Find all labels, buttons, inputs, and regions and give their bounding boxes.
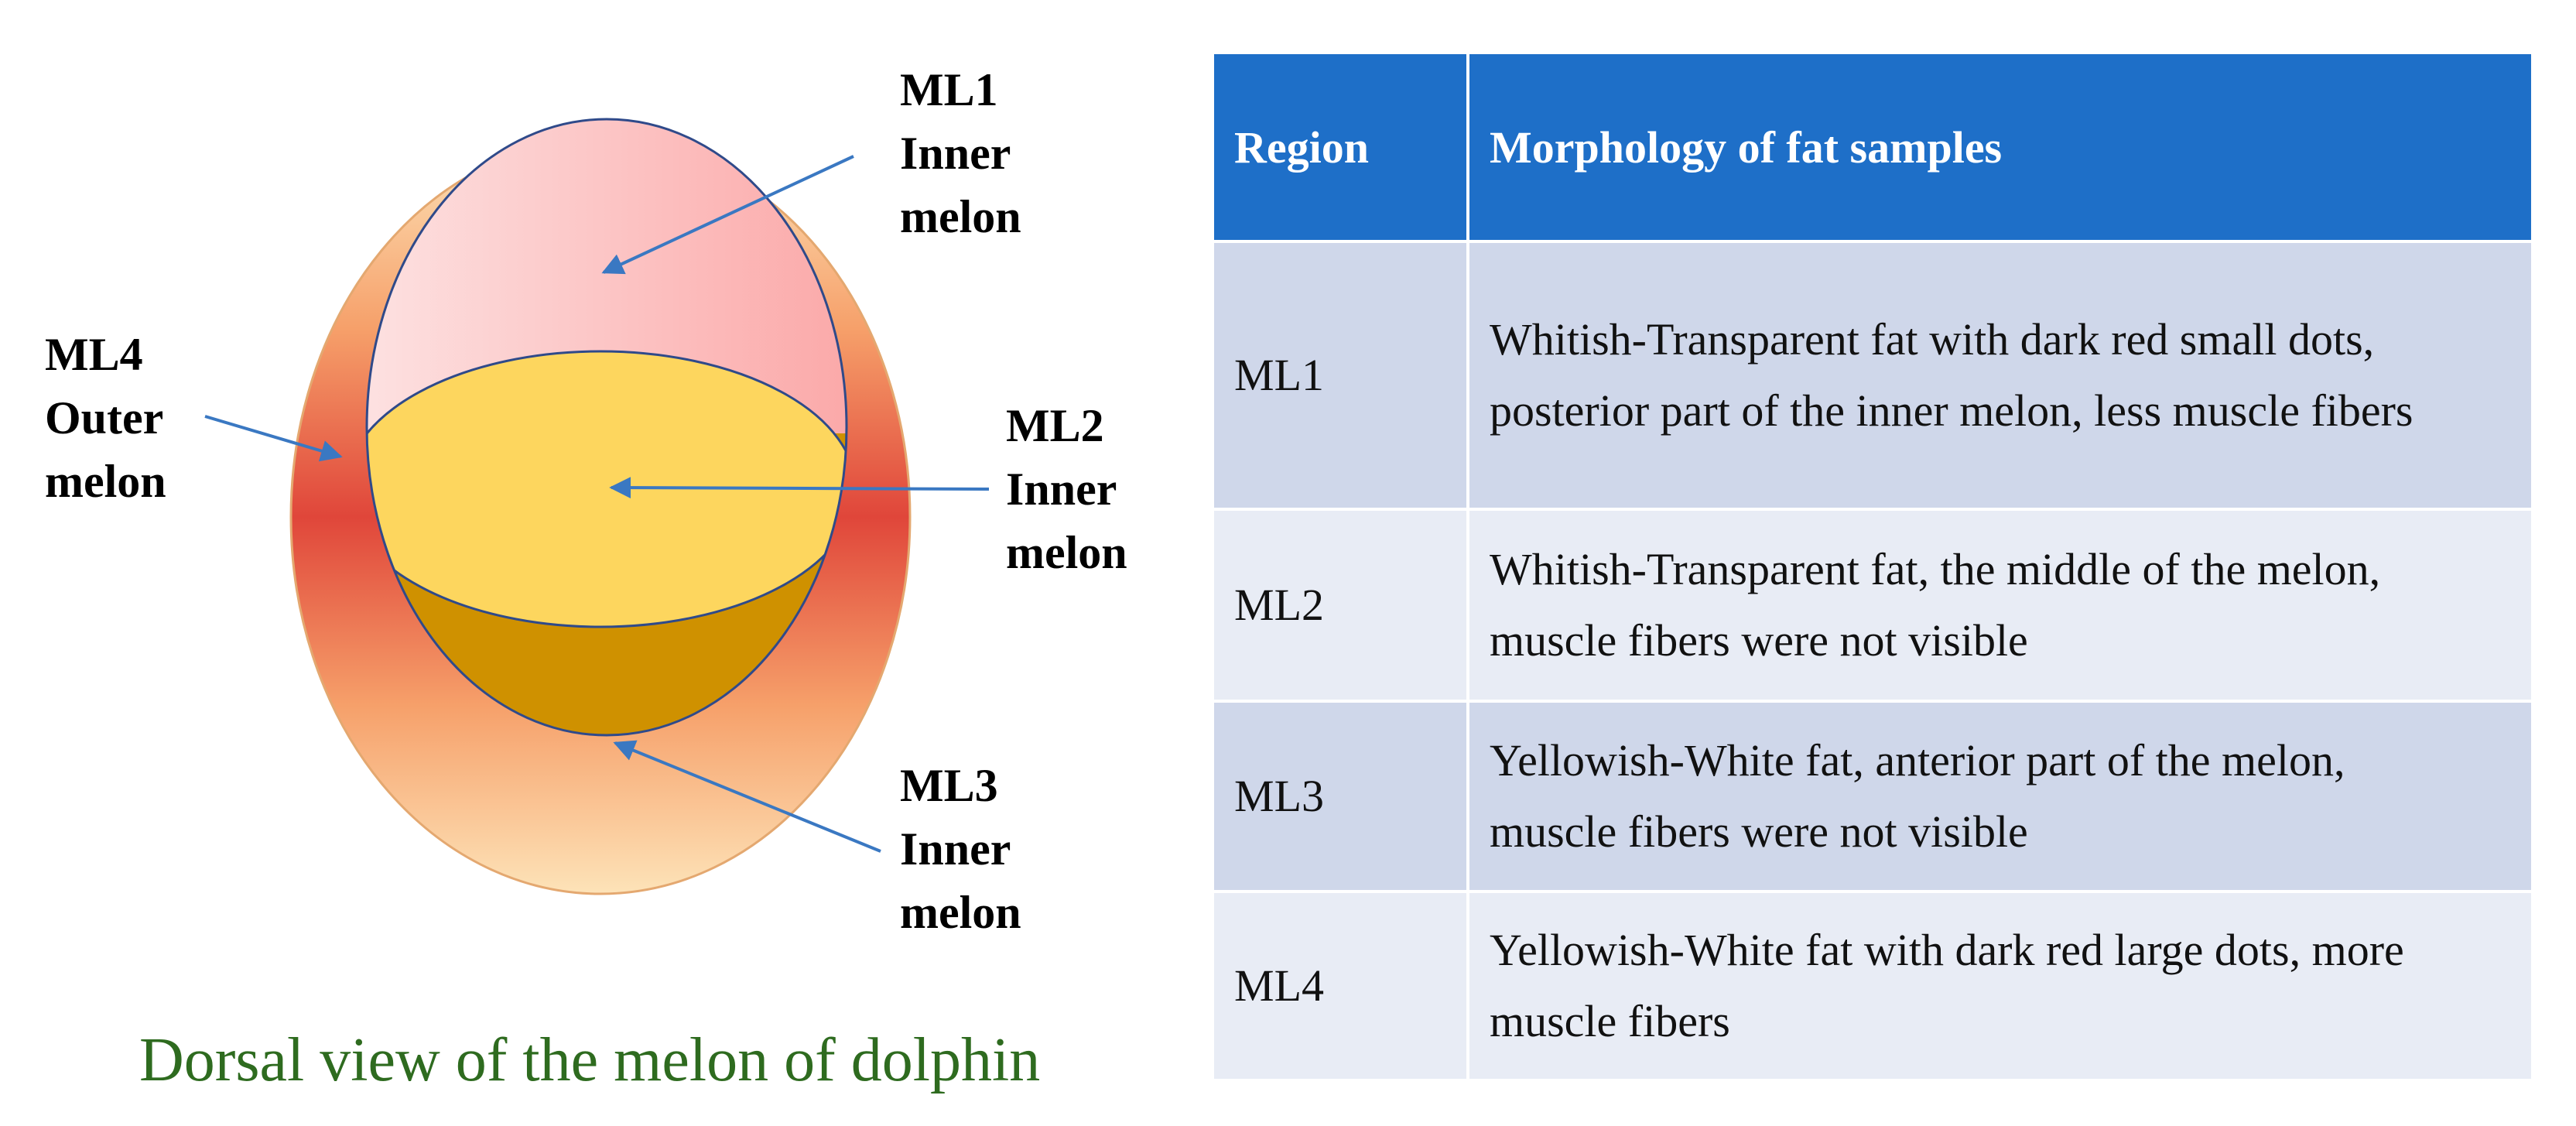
label-ml2: ML2 Inner melon [1006, 400, 1127, 578]
morphology-line: Whitish-Transparent fat with dark red sm… [1490, 314, 2375, 364]
cell-region: ML4 [1211, 890, 1469, 1082]
label-ml3: ML3 Inner melon [900, 760, 1021, 938]
table-row: ML1 Whitish-Transparent fat with dark re… [1211, 240, 2534, 511]
arrow-ml1 [601, 155, 854, 275]
cell-morphology: Whitish-Transparent fat, the middle of t… [1466, 508, 2534, 703]
morphology-line: muscle fibers were not visible [1490, 615, 2028, 666]
label-ml1: ML1 Inner melon [900, 64, 1021, 242]
morphology-table: Region Morphology of fat samples ML1 Whi… [1211, 51, 2534, 1082]
morphology-line: posterior part of the inner melon, less … [1490, 385, 2414, 436]
cell-region: ML3 [1211, 700, 1469, 893]
inner-melon-ml2 [367, 350, 847, 628]
cell-morphology: Whitish-Transparent fat with dark red sm… [1466, 240, 2534, 511]
arrow-ml2 [609, 477, 990, 499]
morphology-line: muscle fibers [1490, 996, 1730, 1046]
diagram-caption: Dorsal view of the melon of dolphin [139, 1026, 1040, 1094]
arrow-ml3 [613, 740, 881, 853]
table-row: ML4 Yellowish-White fat with dark red la… [1211, 890, 2534, 1082]
morphology-line: muscle fibers were not visible [1490, 806, 2028, 857]
morphology-line: Whitish-Transparent fat, the middle of t… [1490, 544, 2381, 594]
morphology-line: Yellowish-White fat with dark red large … [1490, 925, 2404, 975]
table-row: ML3 Yellowish-White fat, anterior part o… [1211, 700, 2534, 893]
table-row: ML2 Whitish-Transparent fat, the middle … [1211, 508, 2534, 703]
cell-morphology: Yellowish-White fat with dark red large … [1466, 890, 2534, 1082]
header-region: Region [1211, 51, 1469, 243]
label-ml4: ML4 Outer melon [45, 329, 174, 507]
cell-region: ML2 [1211, 508, 1469, 703]
morphology-line: Yellowish-White fat, anterior part of th… [1490, 735, 2345, 785]
cell-region: ML1 [1211, 240, 1469, 511]
arrow-ml4 [204, 415, 343, 462]
cell-morphology: Yellowish-White fat, anterior part of th… [1466, 700, 2534, 893]
header-morphology: Morphology of fat samples [1466, 51, 2534, 243]
table-header-row: Region Morphology of fat samples [1211, 51, 2534, 243]
